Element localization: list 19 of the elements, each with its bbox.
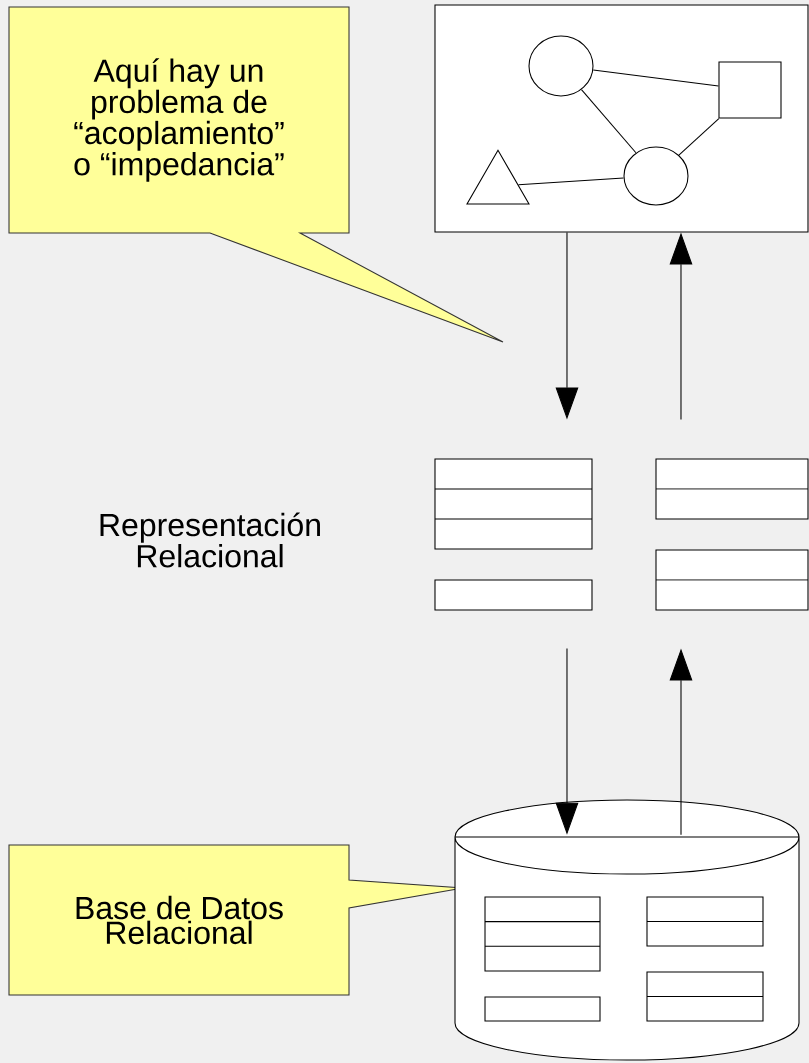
square — [718, 61, 782, 119]
ellipse — [528, 35, 594, 97]
connector-line — [518, 177, 625, 186]
callout: Aquí hay un problema de “acoplamiento” o “impedancia” — [8, 6, 504, 343]
table — [434, 458, 593, 550]
ellipse — [623, 146, 689, 206]
table — [655, 458, 809, 520]
triangle — [466, 149, 530, 205]
table — [484, 896, 601, 972]
connector-line — [678, 118, 720, 156]
connector-line — [592, 69, 719, 87]
table — [646, 971, 764, 1022]
callout: Base de Datos Relacional — [8, 844, 468, 996]
table — [655, 549, 809, 611]
table — [434, 579, 593, 611]
table — [646, 896, 764, 947]
side-label: Representación Relacional — [100, 512, 320, 568]
connector-line — [580, 89, 637, 154]
table — [484, 996, 601, 1022]
